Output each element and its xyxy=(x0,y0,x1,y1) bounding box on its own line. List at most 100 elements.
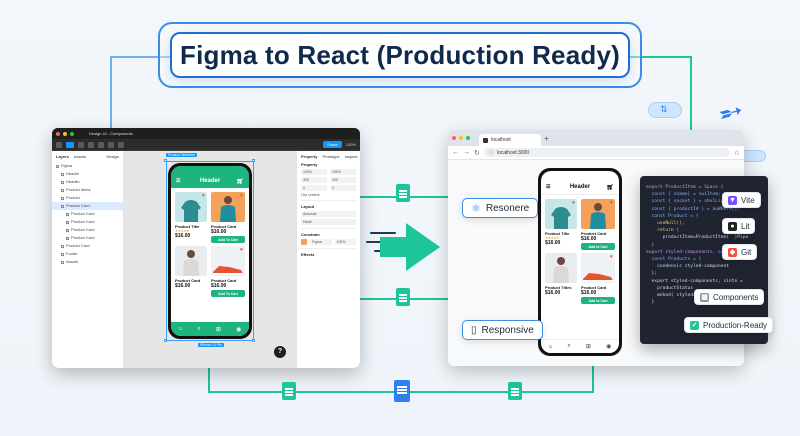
add-to-cart-button[interactable]: Add To Cart xyxy=(211,236,245,243)
maximize-dot[interactable] xyxy=(70,131,74,136)
clip-content-checkbox[interactable]: Clip content xyxy=(301,193,320,197)
add-to-cart-button[interactable]: Add to Cart xyxy=(581,243,615,250)
minimize-dot[interactable] xyxy=(459,136,463,140)
x-field[interactable]: 300 xyxy=(301,177,327,183)
figma-tab-title[interactable]: Design UI - Components xyxy=(89,131,133,136)
width-field[interactable]: 100% xyxy=(301,169,327,175)
cart-icon[interactable]: ⊞ xyxy=(215,326,221,333)
layout-option[interactable]: Absolute xyxy=(301,211,356,217)
move-tool-icon[interactable] xyxy=(66,141,74,148)
heart-icon[interactable]: ♥ xyxy=(240,247,243,253)
profile-icon[interactable]: ◉ xyxy=(606,344,612,350)
layer-label: Footer xyxy=(66,251,78,256)
layout-option[interactable]: Hauth xyxy=(301,219,356,225)
shape-tool-icon[interactable] xyxy=(88,141,94,148)
code-line: condensic styled-component xyxy=(646,264,729,270)
product-card[interactable]: ♥Product Title★★★★★$16.00 xyxy=(175,192,207,243)
rotation-field[interactable]: 0 xyxy=(301,185,327,191)
star-icon[interactable]: ☆ xyxy=(733,149,740,157)
code-line: const { sname} = swiItem; xyxy=(646,192,721,198)
new-tab-icon[interactable]: + xyxy=(544,133,549,143)
resize-handle[interactable] xyxy=(252,159,255,162)
text-tool-icon[interactable] xyxy=(108,141,114,148)
height-field[interactable]: 100% xyxy=(330,169,356,175)
fill-swatch[interactable] xyxy=(301,239,307,245)
properties-tab[interactable]: Inspect xyxy=(344,154,358,159)
profile-icon[interactable]: ◉ xyxy=(236,326,242,333)
layer-item[interactable]: Header xyxy=(56,170,119,178)
add-to-cart-button[interactable]: Add To Cart xyxy=(211,290,245,297)
menu-icon[interactable]: ☰ xyxy=(176,178,181,184)
figma-menu-icon[interactable] xyxy=(56,141,62,148)
pen-tool-icon[interactable] xyxy=(98,141,104,148)
product-price: $16.00 xyxy=(545,290,561,296)
resize-handle[interactable] xyxy=(164,159,167,162)
properties-tab[interactable]: Prototype xyxy=(322,154,340,159)
layer-item[interactable]: Product Card xyxy=(56,234,119,242)
share-button[interactable]: Share xyxy=(323,141,342,148)
layer-item[interactable]: Product items xyxy=(56,186,119,194)
add-to-cart-button[interactable]: Add to Cart xyxy=(581,297,615,304)
heart-icon[interactable]: ♥ xyxy=(610,200,613,206)
favicon-icon xyxy=(483,137,488,143)
search-icon[interactable]: ⌕ xyxy=(567,343,571,349)
home-icon[interactable]: ⌂ xyxy=(178,326,183,332)
y-field[interactable]: 300 xyxy=(330,177,356,183)
home-icon[interactable]: ⌂ xyxy=(548,343,553,350)
layer-item[interactable]: Product Card xyxy=(56,210,119,218)
layer-item[interactable]: Product Card xyxy=(56,226,119,234)
hand-tool-icon[interactable] xyxy=(118,141,124,148)
menu-icon[interactable]: ☰ xyxy=(546,184,551,190)
figma-canvas[interactable]: Product Webform ☰ Header 🛒︎ ♥Product Tit… xyxy=(124,151,296,368)
layer-item[interactable]: Assets xyxy=(56,258,119,266)
cart-icon[interactable]: 🛒︎ xyxy=(606,185,614,191)
layers-tab[interactable]: Layers xyxy=(56,154,69,159)
layer-item[interactable]: Product Card xyxy=(52,202,123,210)
fill-name[interactable]: Figma xyxy=(310,239,332,245)
maximize-dot[interactable] xyxy=(466,136,470,140)
close-dot[interactable] xyxy=(56,131,60,136)
phone-mockup-browser[interactable]: ☰ Header 🛒︎ ♥Product Title★★★★★$16.00♥Pr… xyxy=(538,168,622,356)
phone-mockup-figma[interactable]: ☰ Header 🛒︎ ♥Product Title★★★★★$16.00♥Pr… xyxy=(168,163,252,339)
layer-item[interactable]: Product xyxy=(56,194,119,202)
reload-icon[interactable]: ↻ xyxy=(474,149,480,157)
radius-field[interactable]: 0 xyxy=(330,185,356,191)
help-button[interactable]: ? xyxy=(274,346,286,358)
layers-tab[interactable]: Design xyxy=(106,154,119,159)
product-card[interactable]: ♥Product Title★★★★★$16.00 xyxy=(545,199,577,250)
product-card[interactable]: Product Card$16.00 xyxy=(175,246,207,297)
back-icon[interactable]: ← xyxy=(452,149,459,156)
heart-icon[interactable]: ♥ xyxy=(240,193,243,199)
layer-item[interactable]: Figma xyxy=(56,162,119,170)
cart-icon[interactable]: 🛒︎ xyxy=(236,179,244,185)
properties-tab[interactable]: Property xyxy=(301,154,318,159)
cart-icon[interactable]: ⊞ xyxy=(585,344,591,350)
fill-opacity[interactable]: 100% xyxy=(334,239,356,245)
code-line: const Product = { xyxy=(646,213,699,219)
resize-handle[interactable] xyxy=(252,339,255,342)
resize-handle[interactable] xyxy=(164,339,167,342)
minimize-dot[interactable] xyxy=(63,131,67,136)
heart-icon[interactable]: ♥ xyxy=(610,254,613,260)
product-image: ♥ xyxy=(175,192,207,222)
heart-icon[interactable]: ♥ xyxy=(572,200,575,206)
product-card[interactable]: Product Titles$16.00 xyxy=(545,253,577,304)
layer-item[interactable]: Product Card xyxy=(56,218,119,226)
zoom-level[interactable]: 100% xyxy=(345,142,356,147)
layer-label: Product Card xyxy=(66,243,90,248)
close-dot[interactable] xyxy=(452,136,456,140)
layer-item[interactable]: Headlin xyxy=(56,178,119,186)
layer-item[interactable]: Footer xyxy=(56,250,119,258)
frame-tool-icon[interactable] xyxy=(78,141,84,148)
browser-tab[interactable]: localhost xyxy=(479,134,541,146)
heart-icon[interactable]: ♥ xyxy=(202,193,205,199)
layer-item[interactable]: Product Card xyxy=(56,242,119,250)
forward-icon[interactable]: → xyxy=(463,149,470,156)
search-icon[interactable]: ⌕ xyxy=(197,325,201,332)
layers-tab[interactable]: Assets xyxy=(73,154,86,159)
url-input[interactable]: ⓘ localhost:3000 xyxy=(483,148,730,157)
